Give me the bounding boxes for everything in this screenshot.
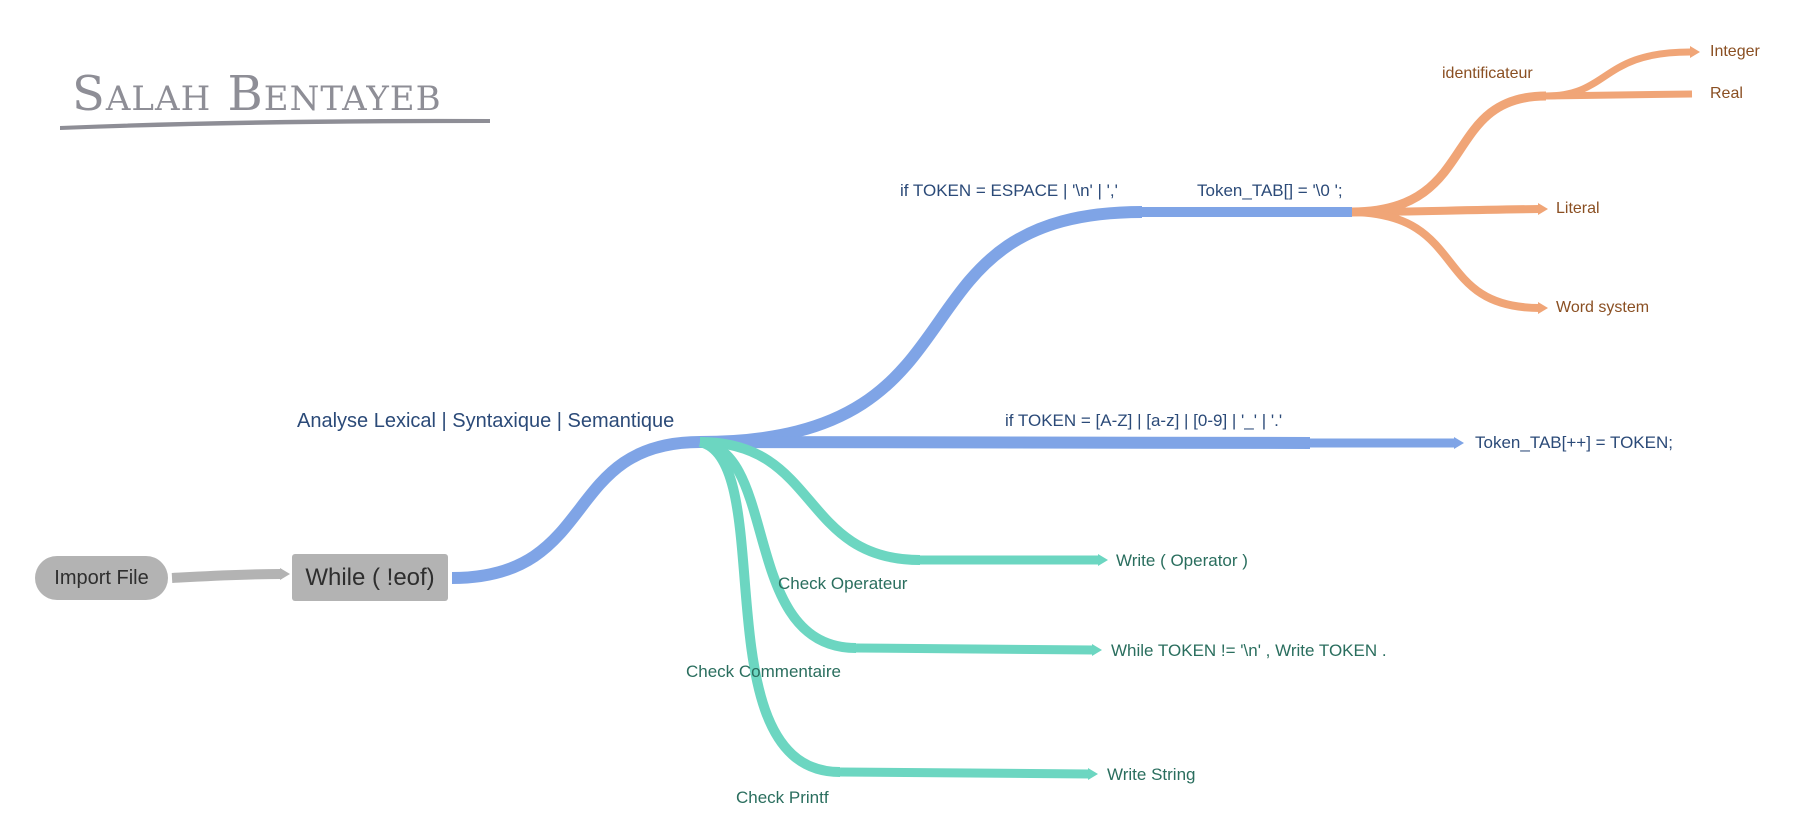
arrow-integer: [1690, 46, 1700, 58]
connector-tabzero-identificateur: [1351, 91, 1547, 217]
write-operator-label: Write ( Operator ): [1116, 551, 1248, 570]
arrow-literal: [1538, 203, 1548, 215]
token-tab-zero-label: Token_TAB[] = '\0 ';: [1197, 181, 1343, 200]
connector-analyse-espace: [699, 206, 1143, 448]
connector-while-analyse: [451, 436, 701, 584]
logo-text: Salah Bentayeb: [72, 66, 442, 122]
connector-commentaire-while: [855, 643, 1095, 655]
connector-analyse-commentaire: [699, 437, 857, 653]
while-eof-node[interactable]: While ( !eof): [292, 554, 448, 601]
real-label: Real: [1710, 85, 1743, 102]
if-alnum-label: if TOKEN = [A-Z] | [a-z] | [0-9] | '_' |…: [1005, 411, 1283, 430]
connector-identificateur-integer: [1545, 48, 1691, 100]
while-token-label: While TOKEN != '\n' , Write TOKEN .: [1111, 641, 1387, 660]
write-string-label: Write String: [1107, 765, 1196, 784]
arrow-tabpp: [1454, 437, 1464, 449]
connector-analyse-alnum: [699, 436, 1311, 449]
logo-underline: [60, 118, 490, 130]
arrow-write-string: [1088, 768, 1098, 780]
check-operateur-label: Check Operateur: [778, 574, 908, 593]
if-espace-label: if TOKEN = ESPACE | '\n' | ',': [900, 181, 1118, 200]
while-eof-label: While ( !eof): [305, 563, 435, 591]
connector-identificateur-real: [1545, 90, 1693, 100]
connector-analyse-printf: [698, 437, 841, 777]
arrow-wordsystem: [1538, 302, 1548, 314]
word-system-label: Word system: [1556, 299, 1650, 316]
import-file-label: Import File: [54, 566, 149, 589]
check-commentaire-label: Check Commentaire: [686, 662, 841, 681]
connector-printf-writestring: [839, 767, 1091, 779]
connector-tabzero-wordsystem: [1351, 208, 1541, 312]
check-printf-label: Check Printf: [736, 788, 829, 807]
integer-label: Integer: [1710, 43, 1760, 60]
analyse-label: Analyse Lexical | Syntaxique | Semantiqu…: [297, 410, 675, 432]
import-file-node[interactable]: Import File: [35, 556, 168, 600]
identificateur-label: identificateur: [1442, 65, 1533, 82]
arrow-import-while: [280, 568, 290, 580]
literal-label: Literal: [1556, 200, 1600, 217]
connector-import-while: [171, 569, 283, 583]
arrow-write-operator: [1098, 554, 1108, 566]
connector-analyse-operateur: [699, 437, 921, 565]
arrow-while-token: [1092, 644, 1102, 656]
token-tab-pp-label: Token_TAB[++] = TOKEN;: [1475, 433, 1673, 452]
